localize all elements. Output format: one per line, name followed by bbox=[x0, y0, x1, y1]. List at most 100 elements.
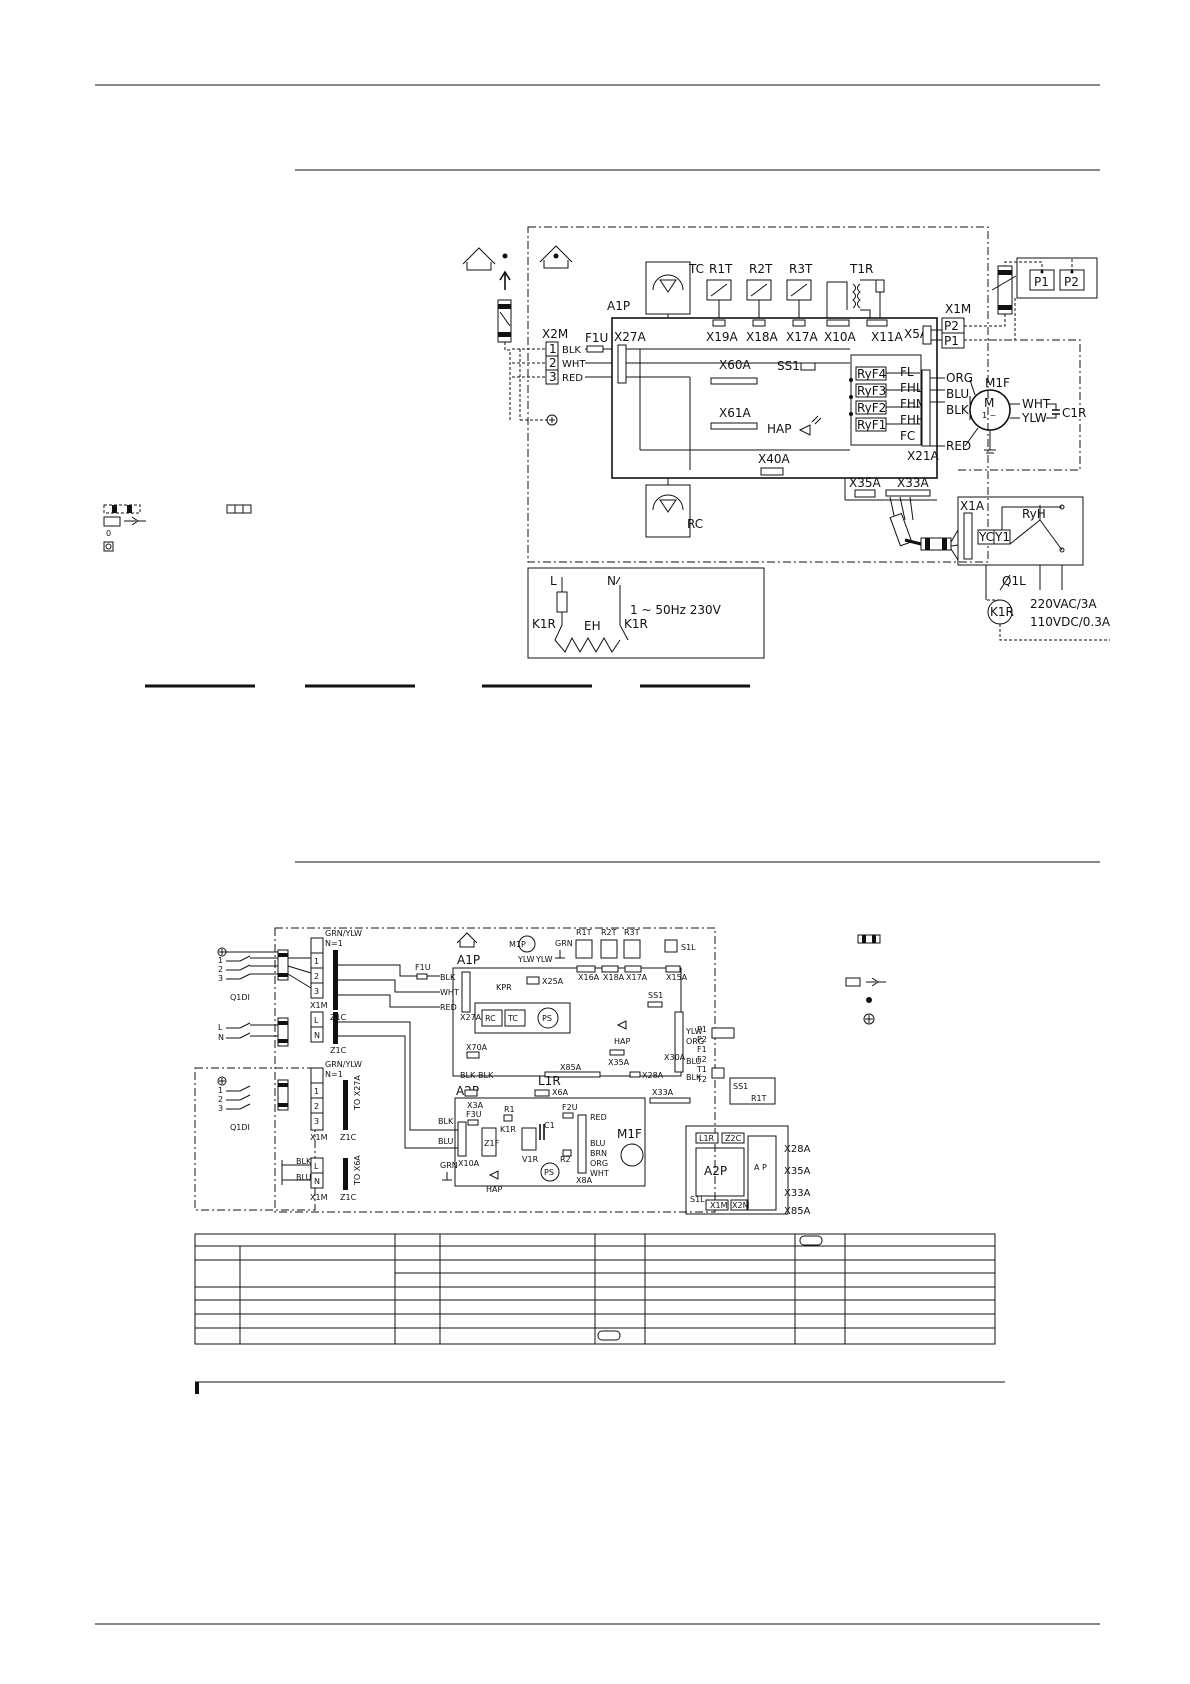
x2m-term-2: 2 bbox=[549, 356, 557, 370]
x40a-label: X40A bbox=[758, 452, 790, 466]
q2-term-3: 3 bbox=[218, 1104, 223, 1113]
wire-blk: BLK bbox=[562, 345, 581, 356]
heater-n: N bbox=[607, 574, 616, 588]
relay-block: RyF4 RyF3 RyF2 RyF1 bbox=[855, 366, 887, 432]
v1r-label: V1R bbox=[522, 1155, 539, 1164]
z1c-bottom2: Z1C bbox=[340, 1193, 357, 1202]
x18a-label: X18A bbox=[746, 330, 778, 344]
m1p-label: M1P bbox=[509, 940, 526, 949]
sb-x2m: X2M bbox=[732, 1201, 750, 1210]
q-term-l: L bbox=[218, 1023, 223, 1032]
wire-ylw-b: YLW bbox=[685, 1027, 703, 1036]
supply-switch-mid: L N bbox=[218, 1017, 289, 1047]
z1c-bottom: Z1C bbox=[340, 1133, 357, 1142]
wire-red2: RED bbox=[946, 439, 971, 453]
legend-x33a: X33A bbox=[784, 1188, 811, 1199]
x10a-label: X10A bbox=[824, 330, 856, 344]
c1-label: C1 bbox=[544, 1121, 555, 1130]
q-term-n: N bbox=[218, 1033, 224, 1042]
wire-blue: BLU bbox=[946, 387, 969, 401]
relay-ryf1: RyF1 bbox=[857, 418, 886, 432]
thermistor-icon bbox=[652, 494, 684, 511]
grn-bottom: GRN bbox=[440, 1161, 458, 1170]
p-term-1: P1 bbox=[944, 334, 959, 348]
heater-supply: 1 ~ 50Hz 230V bbox=[630, 603, 722, 617]
x8a-label: X8A bbox=[576, 1176, 593, 1185]
x17a-label: X17A bbox=[786, 330, 818, 344]
f1u-bottom-label: F1U bbox=[415, 963, 431, 972]
house-icon bbox=[539, 245, 573, 269]
x1m-l: L bbox=[314, 1016, 319, 1025]
y1-label: Y1 bbox=[994, 530, 1010, 544]
hap2-label: HAP bbox=[486, 1185, 502, 1194]
m1f-label: M1F bbox=[985, 376, 1010, 390]
top-wiring-diagram: X2M 1 2 3 BLK WHT RED F1U A1P X27A X60A … bbox=[103, 226, 1111, 688]
x1m-bottom2-label: X1M bbox=[310, 1193, 328, 1202]
fan-fhl: FHL bbox=[900, 381, 923, 395]
c1r-label: C1R bbox=[1062, 406, 1086, 420]
ss1-label: SS1 bbox=[777, 359, 800, 373]
grnylw-bottom: GRN/YLW bbox=[325, 1060, 362, 1069]
house-icon bbox=[456, 932, 478, 948]
k1r-label: K1R bbox=[990, 605, 1014, 619]
sb-a2p: A2P bbox=[704, 1164, 727, 1178]
pterm-f1: F1 bbox=[697, 1045, 707, 1054]
x1m-n: N bbox=[314, 1031, 320, 1040]
f2u-label: F2U bbox=[562, 1103, 578, 1112]
r3t-label: R3T bbox=[789, 262, 813, 276]
ss1-bottom: SS1 bbox=[648, 991, 663, 1000]
x10a-label: X10A bbox=[458, 1159, 480, 1168]
s1l-label: S1L bbox=[681, 943, 696, 952]
motor-symbol: M bbox=[984, 396, 994, 410]
grnylw-top: GRN/YLW bbox=[325, 929, 362, 938]
a1p-bottom-label: A1P bbox=[457, 953, 480, 967]
legend-x85a: X85A bbox=[784, 1206, 811, 1217]
wire-red-b: RED bbox=[440, 1003, 457, 1012]
l1r-label: L1R bbox=[538, 1074, 561, 1088]
x25a-label: X25A bbox=[542, 977, 564, 986]
x1m-label: X1M bbox=[945, 302, 971, 316]
led-icon bbox=[488, 1170, 499, 1180]
to-x6a: TO X6A bbox=[353, 1155, 362, 1186]
x1m-1: 1 bbox=[314, 957, 319, 966]
x1m2-3: 3 bbox=[314, 1117, 319, 1126]
kpr-label: KPR bbox=[496, 983, 512, 992]
to-x27a: TO X27A bbox=[353, 1075, 362, 1111]
x16a-label: X16A bbox=[578, 973, 600, 982]
wire-red-f: RED bbox=[590, 1113, 607, 1122]
fuse-icon bbox=[416, 973, 428, 980]
heater-k1r-right: K1R bbox=[624, 617, 648, 631]
sb-z2c: Z2C bbox=[725, 1134, 742, 1143]
r2t-label: R2T bbox=[749, 262, 773, 276]
tc-label: TC bbox=[688, 262, 704, 276]
x70a-label: X70A bbox=[466, 1043, 488, 1052]
fan-fhh: FHH bbox=[900, 413, 925, 427]
sb-ap: A P bbox=[754, 1163, 767, 1172]
wire-ylw: YLW bbox=[1021, 411, 1047, 425]
x19a-label: X19A bbox=[706, 330, 738, 344]
sb-ss1: SS1 bbox=[733, 1082, 748, 1091]
q-term-3: 3 bbox=[218, 974, 223, 983]
pterm-p1: P1 bbox=[697, 1025, 707, 1034]
wire-blk-b: BLK bbox=[440, 973, 456, 982]
wire-orange: ORG bbox=[946, 371, 973, 385]
x17a-bottom: X17A bbox=[626, 973, 648, 982]
switch-icon bbox=[800, 362, 816, 371]
wire-org-f: ORG bbox=[590, 1159, 608, 1168]
ylw-1: YLW bbox=[517, 955, 535, 964]
pump-motor-icon bbox=[518, 935, 536, 953]
remote-p1: P1 bbox=[1034, 275, 1049, 289]
wire-blu-bl: BLU bbox=[296, 1173, 312, 1182]
q1di-bottom: Q1DI bbox=[230, 1123, 250, 1132]
wire-blu-b: BLU bbox=[686, 1057, 702, 1066]
wire-blk-d: BLK bbox=[478, 1071, 494, 1080]
q-term-2: 2 bbox=[218, 965, 223, 974]
wire-blk-c: BLK bbox=[460, 1071, 476, 1080]
hap-bottom: HAP bbox=[614, 1037, 630, 1046]
pterm-p2: P2 bbox=[697, 1035, 707, 1044]
x1m-bottom-label: X1M bbox=[310, 1133, 328, 1142]
x2m-term-3: 3 bbox=[549, 370, 557, 384]
yc-label: YC bbox=[978, 530, 994, 544]
x28a-label: X28A bbox=[642, 1071, 664, 1080]
x1m-3: 3 bbox=[314, 987, 319, 996]
